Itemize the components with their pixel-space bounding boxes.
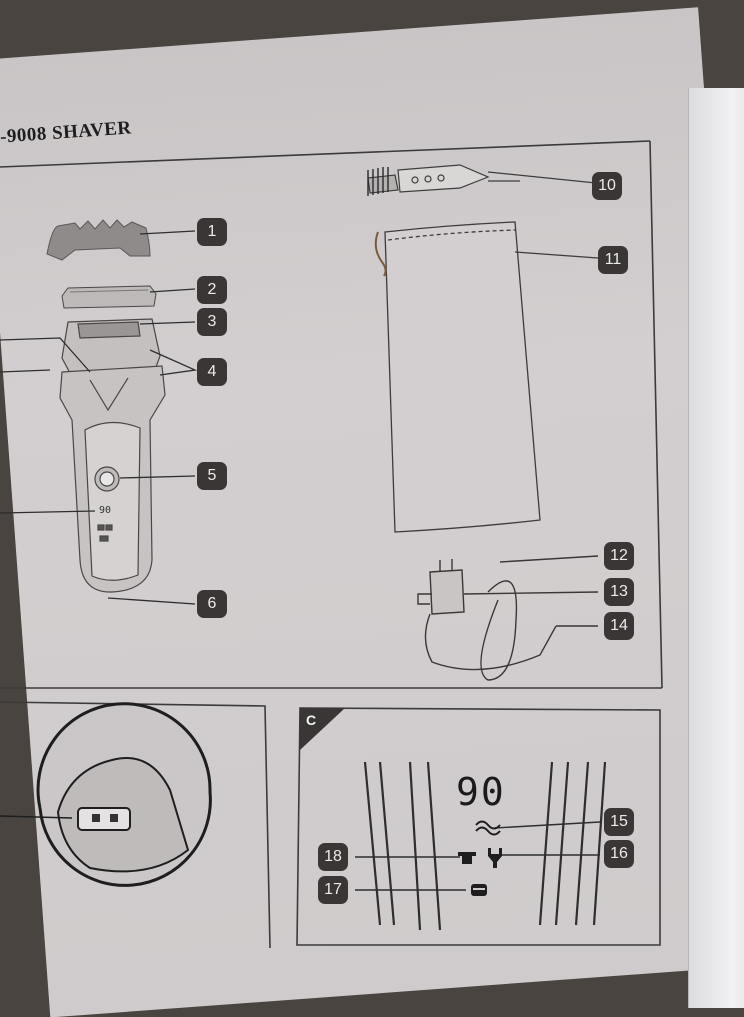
head-cover [47, 220, 150, 260]
callout-11: 11 [598, 246, 628, 274]
charging-port-closeup [0, 704, 210, 886]
storage-pouch [376, 222, 598, 532]
shaver-battery-readout: 90 [99, 505, 111, 516]
cleaning-brush [368, 165, 596, 196]
callout-5: 5 [197, 462, 227, 490]
callout-16: 16 [604, 840, 634, 868]
callout-13: 13 [604, 578, 634, 606]
panel-c-label: C [306, 712, 316, 728]
callout-14: 14 [604, 612, 634, 640]
top-rule [0, 141, 650, 167]
callout-18: 18 [318, 843, 348, 871]
callout-12: 12 [604, 542, 634, 570]
lcd-icons [458, 822, 502, 897]
callout-6: 6 [197, 590, 227, 618]
callout-15: 15 [604, 808, 634, 836]
callout-10: 10 [592, 172, 622, 200]
callout-17: 17 [318, 876, 348, 904]
lcd-battery-value: 90 [456, 770, 506, 814]
shaver-body [60, 319, 165, 592]
cutter-block [62, 286, 156, 308]
callout-2: 2 [197, 276, 227, 304]
callout-1: 1 [197, 218, 227, 246]
frame-right [650, 141, 662, 688]
callout-4: 4 [197, 358, 227, 386]
charger-adapter [418, 556, 598, 680]
callout-3: 3 [197, 308, 227, 336]
